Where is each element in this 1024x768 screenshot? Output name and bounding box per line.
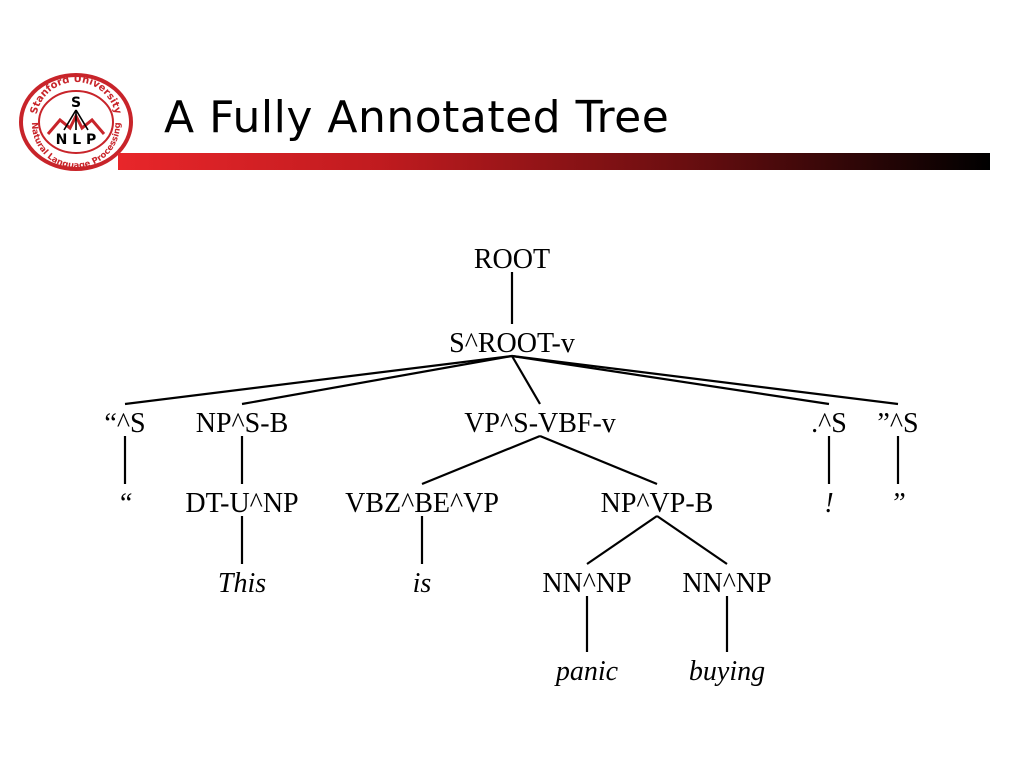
tree-node-np2: NP^VP-B	[601, 488, 714, 519]
tree-edge-vp-np2	[539, 434, 658, 486]
tree-node-np1: NP^S-B	[196, 408, 289, 439]
tree-node-root: ROOT	[474, 244, 550, 275]
tree-node-nn2: NN^NP	[682, 568, 771, 599]
tree-word-w_panic: panic	[554, 656, 619, 687]
tree-word-w_buying: buying	[689, 656, 765, 687]
tree-edge-s-vp	[511, 355, 541, 405]
tree-edge-s-dot	[511, 354, 830, 406]
slide-title: A Fully Annotated Tree	[164, 92, 670, 143]
title-underline-bar	[118, 153, 990, 170]
tree-edge-np2-nn1	[586, 515, 658, 565]
tree-node-vbz: VBZ^BE^VP	[345, 488, 499, 519]
tree-word-w_q2: ”	[890, 488, 906, 519]
tree-node-dot: .^S	[811, 408, 847, 439]
stanford-nlp-logo: Stanford University Natural Language Pro…	[18, 72, 134, 172]
tree-node-vp: VP^S-VBF-v	[464, 408, 616, 439]
tree-node-q2: ”^S	[877, 408, 918, 439]
tree-edge-s-np1	[241, 354, 513, 406]
logo-letter-s: S	[71, 95, 81, 111]
tree-edge-s-q1	[124, 354, 513, 406]
tree-node-s: S^ROOT-v	[449, 328, 575, 359]
logo-letters-nlp: N L P	[56, 132, 97, 148]
tree-word-w_is: is	[413, 568, 432, 599]
tree-node-q1: “^S	[104, 408, 145, 439]
logo-seal-icon: Stanford University Natural Language Pro…	[19, 73, 133, 171]
tree-word-w_this: This	[218, 568, 266, 599]
tree-node-dt: DT-U^NP	[185, 488, 298, 519]
tree-word-w_q1: “	[117, 488, 133, 519]
tree-edge-np2-nn2	[656, 515, 728, 565]
tree-word-w_bang: !	[824, 488, 833, 519]
tree-edge-vp-vbz	[421, 434, 541, 486]
tree-edge-s-q2	[511, 354, 899, 406]
tree-node-nn1: NN^NP	[542, 568, 631, 599]
